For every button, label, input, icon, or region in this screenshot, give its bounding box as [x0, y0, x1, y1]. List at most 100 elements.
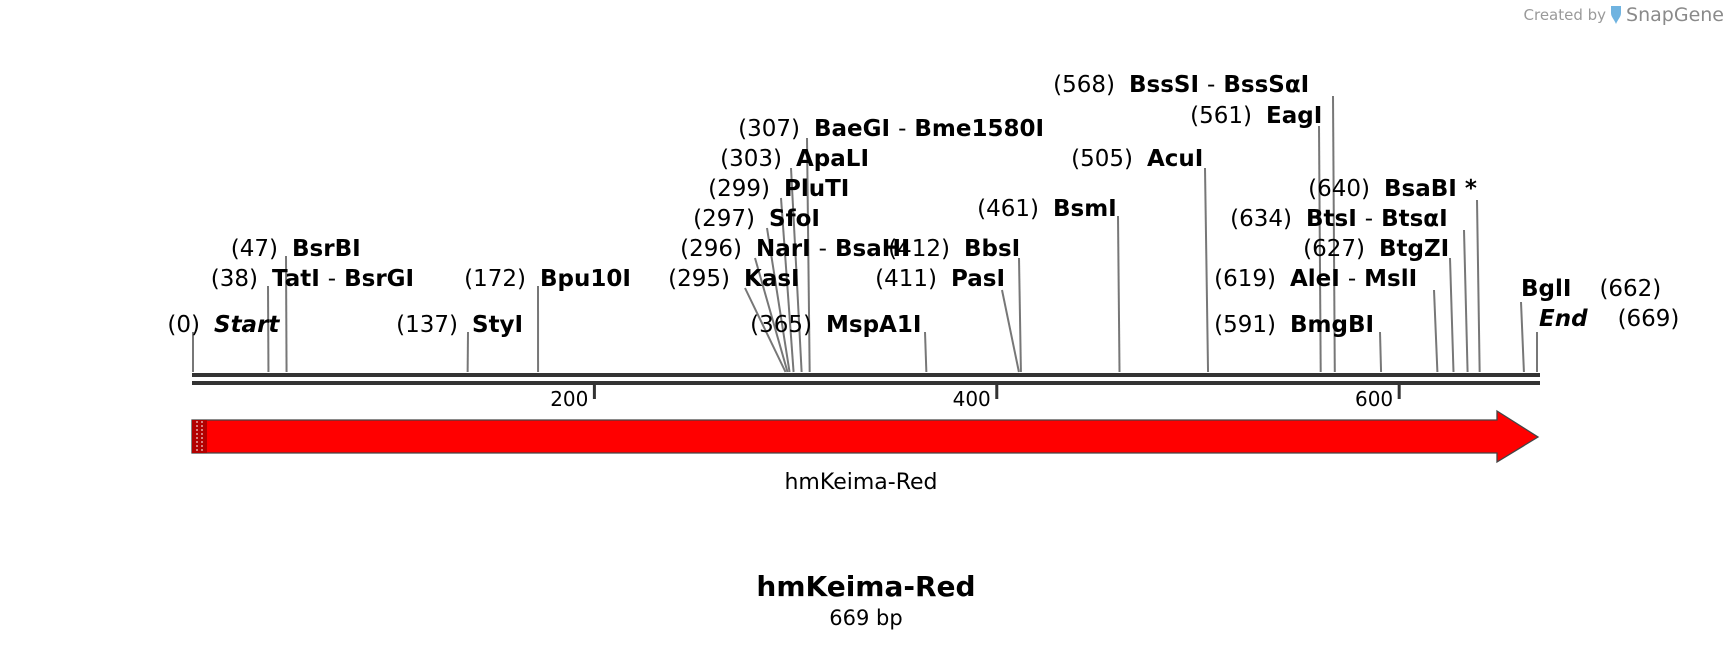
enzyme-label[interactable]: (303)ApaLI	[720, 146, 869, 172]
snapgene-credit: Created by SnapGene	[1524, 4, 1724, 26]
enzyme-name: BglI	[1521, 276, 1571, 302]
cut-position: (47)	[231, 236, 278, 262]
enzyme-label[interactable]: (591) BmgBI	[1214, 312, 1374, 338]
enzyme-label[interactable]: (38)TatI-BsrGI	[211, 266, 414, 292]
enzyme-label[interactable]: BglI (662)	[1521, 276, 1661, 302]
cut-position: (299)	[708, 176, 770, 202]
enzyme-label[interactable]: (627) BtgZI	[1303, 236, 1449, 262]
credit-brand: SnapGene	[1626, 4, 1724, 26]
enzyme-name: StyI	[472, 312, 523, 338]
enzyme-name: BmgBI	[1290, 312, 1374, 338]
enzyme-label[interactable]: (172)Bpu10I	[464, 266, 631, 292]
cut-position: (412)	[888, 236, 950, 262]
snapgene-logo-icon	[1611, 6, 1622, 24]
backbone-bottom-line	[192, 381, 1540, 385]
enzyme-label[interactable]: (561) EagI	[1190, 103, 1322, 129]
enzyme-label[interactable]: (47)BsrBI	[231, 236, 361, 262]
enzyme-name: TatI	[272, 266, 320, 292]
enzyme-name: BtgZI	[1379, 236, 1449, 262]
enzyme-label[interactable]: (365)MspA1I	[750, 312, 921, 338]
enzyme-label[interactable]: (568)BssSI-BssSαI	[1053, 72, 1309, 98]
cut-site-lines	[192, 95, 1538, 373]
cut-position: (461)	[977, 196, 1039, 222]
enzyme-label[interactable]: (640)BsaBI *	[1308, 176, 1477, 202]
isoschizomer-separator: -	[819, 236, 827, 262]
enzyme-name: BaeGI	[814, 116, 890, 142]
cut-position: (561)	[1190, 103, 1252, 129]
enzyme-name: BssSαI	[1223, 72, 1309, 98]
enzyme-name: End	[1539, 306, 1588, 332]
backbone-top-line	[192, 373, 1540, 377]
cut-site-line	[766, 227, 791, 373]
enzyme-label[interactable]: (297) SfoI	[693, 206, 820, 232]
map-length: 669 bp	[829, 606, 902, 630]
enzyme-name: AcuI	[1147, 146, 1203, 172]
enzyme-label[interactable]: (619)AleI-MslI	[1214, 266, 1417, 292]
enzyme-name: BsmI	[1053, 196, 1117, 222]
ruler-tick-mark	[995, 385, 999, 399]
cut-position: (627)	[1303, 236, 1365, 262]
isoschizomer-separator: -	[1207, 72, 1215, 98]
enzyme-name: NarI	[756, 236, 811, 262]
feature-label: hmKeima-Red	[784, 470, 937, 495]
cut-site-line	[1433, 289, 1439, 373]
feature-start-marker	[192, 420, 207, 453]
enzyme-name: BsaHI	[835, 236, 910, 262]
cut-position: (295)	[668, 266, 730, 292]
enzyme-label[interactable]: (634)BtsI-BtsαI	[1230, 206, 1448, 232]
enzyme-name: Bme1580I	[914, 116, 1044, 142]
enzyme-name: KasI	[744, 266, 800, 292]
enzyme-name: EagI	[1266, 103, 1322, 129]
cut-position: (297)	[693, 206, 755, 232]
cut-site-line	[806, 137, 811, 373]
enzyme-name: SfoI	[769, 206, 820, 232]
enzyme-label[interactable]: (307)BaeGI-Bme1580I	[738, 116, 1044, 142]
cut-position: (296)	[680, 236, 742, 262]
feature-hmkeima-red[interactable]: hmKeima-Red	[191, 409, 1540, 495]
cut-position: (411)	[875, 266, 937, 292]
isoschizomer-separator: -	[1348, 266, 1356, 292]
cut-position: (591)	[1214, 312, 1276, 338]
credit-prefix: Created by	[1523, 6, 1607, 24]
cut-site-line	[780, 197, 795, 373]
enzyme-label[interactable]: (461) BsmI	[977, 196, 1117, 222]
cut-site-line	[1117, 215, 1121, 373]
cut-position: (365)	[750, 312, 812, 338]
enzyme-name: BtsαI	[1381, 206, 1448, 232]
enzyme-labels: (0)Start (38)TatI-BsrGI (47)BsrBI (137) StyI…	[167, 72, 1679, 338]
cut-site-line	[1476, 199, 1481, 373]
cut-site-line	[1318, 125, 1322, 373]
enzyme-label[interactable]: End(669)	[1539, 306, 1679, 332]
enzyme-label[interactable]: (412)BbsI	[888, 236, 1020, 262]
cut-position: (634)	[1230, 206, 1292, 232]
cut-position: (307)	[738, 116, 800, 142]
cut-site-line	[1463, 229, 1469, 373]
cut-position: (137)	[396, 312, 458, 338]
cut-position: (662)	[1599, 276, 1661, 302]
enzyme-label[interactable]: (295) KasI	[668, 266, 799, 292]
cut-position: (619)	[1214, 266, 1276, 292]
enzyme-label[interactable]: (0)Start	[167, 312, 280, 338]
cut-site-line	[1332, 95, 1336, 373]
cut-site-line	[1204, 167, 1210, 373]
enzyme-name: Bpu10I	[540, 266, 631, 292]
enzyme-name: AleI	[1290, 266, 1340, 292]
enzyme-label[interactable]: (411)PasI	[875, 266, 1005, 292]
feature-arrow[interactable]	[191, 409, 1540, 464]
cut-site-line	[285, 255, 288, 373]
cut-site-line	[744, 287, 787, 373]
cut-position: (640)	[1308, 176, 1370, 202]
enzyme-label[interactable]: (505)AcuI	[1071, 146, 1203, 172]
enzyme-label[interactable]: (299)PluTI	[708, 176, 849, 202]
ruler-tick-label: 600	[1355, 387, 1393, 411]
enzyme-label[interactable]: (296) NarI-BsaHI	[680, 236, 909, 262]
cut-site-line	[1379, 331, 1383, 373]
enzyme-name: Start	[214, 312, 280, 338]
enzyme-label[interactable]: (137) StyI	[396, 312, 523, 338]
map-title: hmKeima-Red	[756, 570, 975, 603]
cut-site-line	[1018, 257, 1022, 373]
ruler-tick-mark	[592, 385, 596, 399]
cut-site-line	[754, 257, 789, 373]
enzyme-name: ApaLI	[796, 146, 869, 172]
